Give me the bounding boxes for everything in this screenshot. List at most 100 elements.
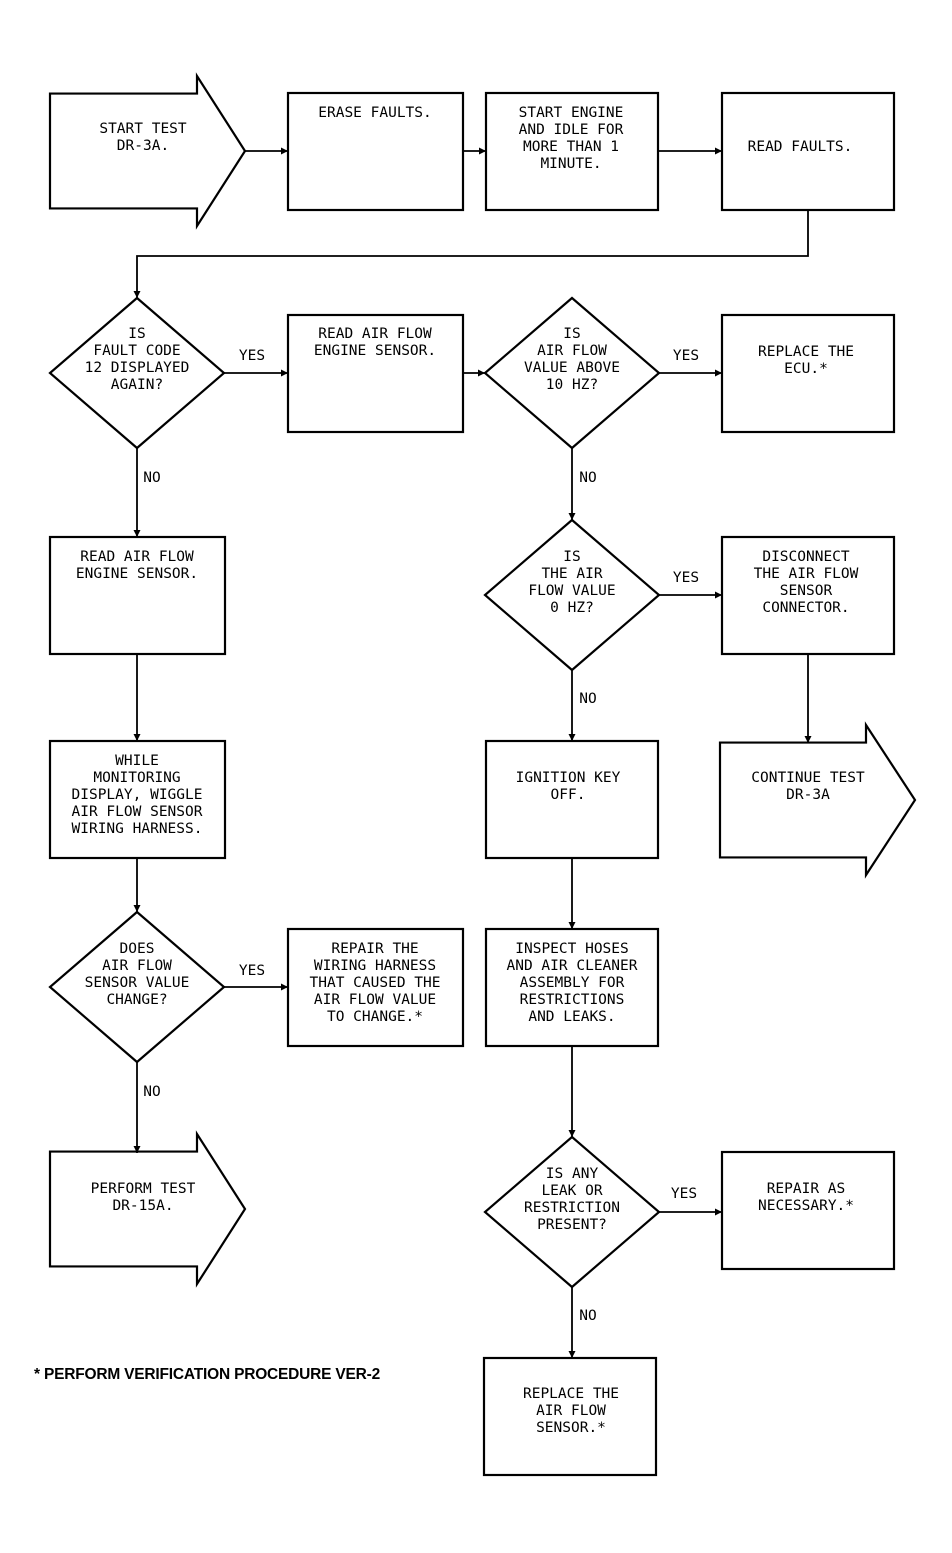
arrowhead <box>568 922 576 929</box>
arrowhead <box>715 369 722 377</box>
arrowhead <box>478 369 485 377</box>
arrowhead <box>568 1351 576 1358</box>
node-text: DR-3A. <box>117 138 169 154</box>
connector-arrow-shape <box>718 721 917 879</box>
node-text: WIRING HARNESS <box>314 958 436 974</box>
node-text: THAT CAUSED THE <box>310 975 441 991</box>
node-text: RESTRICTIONS <box>520 992 625 1008</box>
connector-arrow-shape <box>48 1130 247 1288</box>
node-text: 12 DISPLAYED <box>85 360 190 376</box>
node-text: SENSOR VALUE <box>85 975 190 991</box>
footnote: * PERFORM VERIFICATION PROCEDURE VER-2 <box>34 1366 381 1383</box>
node-text: REPAIR AS <box>767 1181 846 1197</box>
node-text: VALUE ABOVE <box>524 360 620 376</box>
node-text: AIR FLOW VALUE <box>314 992 436 1008</box>
node-text: MONITORING <box>93 770 180 786</box>
node-text: DR-3A <box>786 787 830 803</box>
edge-label-yes: YES <box>671 1186 697 1202</box>
node-text: READ AIR FLOW <box>318 326 432 342</box>
node-text: START ENGINE <box>519 105 624 121</box>
edge-label-no: NO <box>143 1084 160 1100</box>
node-text: REPAIR THE <box>331 941 418 957</box>
process-box <box>484 927 660 1048</box>
arrowhead <box>133 905 141 912</box>
node-text: AIR FLOW <box>102 958 172 974</box>
node-text: PRESENT? <box>537 1217 607 1233</box>
node-text: READ FAULTS. <box>748 139 853 155</box>
arrowhead <box>479 147 486 155</box>
node-erase: ERASE FAULTS. <box>286 91 465 212</box>
node-text: TO CHANGE.* <box>327 1009 423 1025</box>
process-box <box>286 927 465 1048</box>
node-text: IS <box>128 326 145 342</box>
node-text: SENSOR <box>780 583 833 599</box>
node-text: NECESSARY.* <box>758 1198 854 1214</box>
connectors <box>133 147 812 1358</box>
node-text: DOES <box>120 941 155 957</box>
arrowhead <box>133 1146 141 1153</box>
node-text: START TEST <box>99 121 187 137</box>
connector-line <box>136 210 809 298</box>
process-box <box>720 91 896 212</box>
node-text: 0 HZ? <box>550 600 594 616</box>
node-text: ENGINE SENSOR. <box>76 566 198 582</box>
node-text: LEAK OR <box>541 1183 602 1199</box>
arrowhead <box>133 291 141 298</box>
node-text: PERFORM TEST <box>91 1181 196 1197</box>
arrowhead <box>715 1208 722 1216</box>
node-text: IS <box>563 326 580 342</box>
edge-label-yes: YES <box>673 348 699 364</box>
node-text: READ AIR FLOW <box>80 549 194 565</box>
node-text: CHANGE? <box>106 992 167 1008</box>
edge-label-no: NO <box>579 1308 596 1324</box>
node-text: IS <box>563 549 580 565</box>
arrowhead <box>281 983 288 991</box>
arrowhead <box>133 530 141 537</box>
node-text: 10 HZ? <box>546 377 598 393</box>
node-text: DISPLAY, WIGGLE <box>72 787 203 803</box>
node-text: THE AIR <box>541 566 602 582</box>
node-text: IS ANY <box>546 1166 599 1182</box>
arrowhead <box>568 734 576 741</box>
edge-label-no: NO <box>579 470 596 486</box>
node-text: ASSEMBLY FOR <box>520 975 625 991</box>
node-text: RESTRICTION <box>524 1200 620 1216</box>
node-text: THE AIR FLOW <box>754 566 859 582</box>
node-text: DISCONNECT <box>762 549 850 565</box>
node-text: INSPECT HOSES <box>515 941 629 957</box>
node-text: CONTINUE TEST <box>751 770 865 786</box>
node-text: MORE THAN 1 <box>523 139 619 155</box>
node-text: WIRING HARNESS. <box>72 821 203 837</box>
node-text: FLOW VALUE <box>528 583 615 599</box>
node-text: MINUTE. <box>540 156 601 172</box>
node-text: AND LEAKS. <box>528 1009 615 1025</box>
node-text: ENGINE SENSOR. <box>314 343 436 359</box>
process-box <box>720 313 896 434</box>
node-text: AIR FLOW <box>537 343 607 359</box>
node-text: ECU.* <box>784 361 828 377</box>
node-text: AND IDLE FOR <box>519 122 624 138</box>
process-box <box>482 1356 658 1477</box>
process-box <box>484 739 660 860</box>
edge-label-no: NO <box>143 470 160 486</box>
node-text: OFF. <box>551 787 586 803</box>
node-text: AIR FLOW SENSOR <box>72 804 203 820</box>
arrowhead <box>804 736 812 743</box>
arrowhead <box>568 1130 576 1137</box>
